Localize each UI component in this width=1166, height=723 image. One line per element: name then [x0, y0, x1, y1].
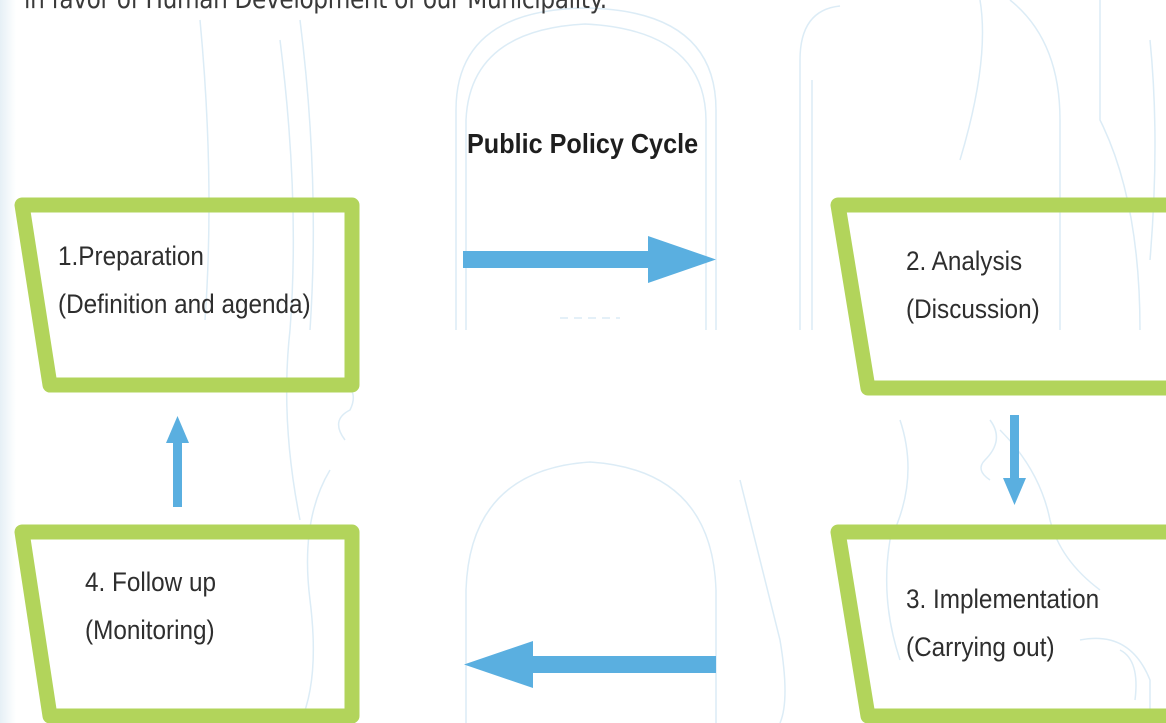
step-box-2-frame [830, 197, 1166, 396]
step-4-name: 4. Follow up [85, 567, 217, 597]
step-1-label: 1.Preparation (Definition and agenda) [58, 232, 311, 328]
arrow-right-icon [463, 236, 716, 283]
step-1-description: (Definition and agenda) [58, 289, 311, 319]
step-1-name: 1.Preparation [58, 241, 204, 271]
step-2-name: 2. Analysis [906, 246, 1023, 276]
arrow-down-icon [1003, 415, 1026, 505]
step-3-description: (Carrying out) [906, 632, 1055, 662]
step-2-description: (Discussion) [906, 294, 1040, 324]
arrow-up-icon [166, 416, 189, 507]
diagram-title: Public Policy Cycle [467, 128, 699, 159]
step-box-3-frame [830, 524, 1166, 723]
left-edge-shade [0, 0, 16, 723]
step-box-4-frame [14, 524, 360, 723]
step-4-description: (Monitoring) [85, 615, 215, 645]
intro-text: in favor of Human Development of our Mun… [24, 0, 607, 15]
step-4-label: 4. Follow up (Monitoring) [85, 558, 216, 654]
step-2-label: 2. Analysis (Discussion) [906, 237, 1040, 333]
step-3-name: 3. Implementation [906, 584, 1100, 614]
step-3-label: 3. Implementation (Carrying out) [906, 575, 1099, 671]
arrow-left-icon [464, 641, 716, 688]
background-sketch [199, 0, 1156, 723]
step-box-1-frame [14, 197, 360, 393]
